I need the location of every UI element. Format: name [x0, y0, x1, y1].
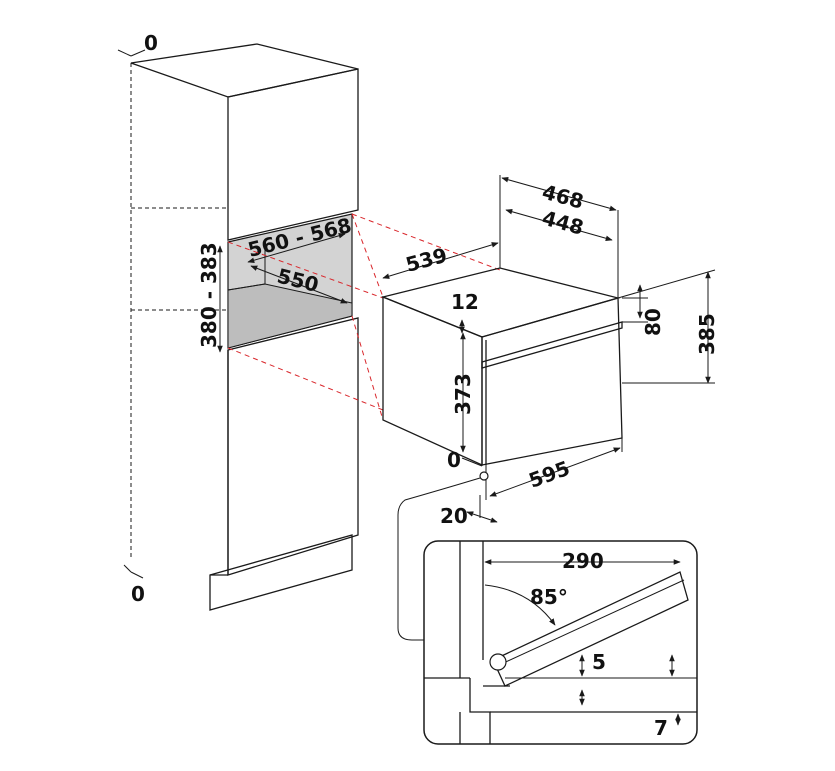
dim-oven-depth-total-line	[501, 177, 617, 211]
cabinet-upper-front	[227, 68, 359, 241]
detail-floor-step	[469, 678, 491, 744]
dim-oven-bottom-gap-label: 0	[447, 448, 461, 472]
guide-2	[351, 213, 384, 298]
dim-oven-side-depth-line	[382, 242, 499, 279]
dim-oven-bottom-gap-leader	[461, 457, 483, 467]
dim-bottom-gap-leader	[123, 564, 132, 573]
dim-oven-body-height-label: 373	[451, 373, 475, 415]
dim-bottom-gap-leader-2	[130, 571, 144, 579]
dim-oven-front-offset-label: 20	[440, 504, 468, 528]
oven-control-strip	[481, 321, 623, 369]
oven	[380, 267, 623, 467]
guide-4	[227, 347, 384, 411]
dim-top-gap-leader-2	[130, 49, 146, 57]
cabinet	[130, 43, 359, 611]
projection-guides	[227, 213, 501, 421]
dim-door-angle-label: 85°	[530, 585, 568, 609]
dim-niche-height-label: 380 - 383	[197, 242, 221, 348]
dim-bottom-gap-label: 0	[131, 582, 145, 606]
dim-gap-upper-label: 5	[592, 650, 606, 674]
dim-oven-width-line	[489, 447, 621, 497]
detail-frame	[423, 540, 698, 745]
guide-3	[351, 315, 384, 421]
dim-oven-total-height-label: 385	[695, 313, 719, 355]
dim-door-length-label: 290	[562, 549, 604, 573]
detail-door	[492, 571, 689, 687]
dim-door-angle-arc	[484, 584, 556, 626]
cabinet-lower-front	[227, 317, 359, 576]
dim-ext-total-top	[617, 269, 716, 299]
dim-top-gap-leader	[117, 49, 132, 57]
oven-top	[380, 267, 621, 338]
dim-top-gap-label: 0	[144, 31, 158, 55]
detail-view: 290 85° 5 7	[423, 540, 698, 745]
dim-oven-width-label: 595	[526, 456, 573, 493]
dim-niche-width-line	[247, 233, 346, 263]
detail-door-edge	[496, 579, 685, 667]
detail-marker-circle	[479, 471, 489, 481]
dim-oven-depth-body-line	[505, 209, 613, 241]
detail-hinge	[489, 653, 507, 671]
cabinet-top	[130, 43, 359, 98]
dim-oven-side-depth-label: 539	[403, 243, 450, 277]
detail-callout-leader	[397, 477, 481, 641]
cabinet-plinth	[209, 534, 353, 611]
dim-oven-top-offset-label: 12	[451, 290, 479, 314]
oven-front	[481, 297, 623, 466]
dim-gap-lower-label: 7	[654, 716, 668, 740]
dim-niche-depth-line	[250, 265, 348, 304]
guide-5	[227, 241, 384, 299]
dim-oven-front-offset-line	[466, 511, 498, 523]
dim-oven-panel-height-label: 80	[641, 308, 665, 336]
